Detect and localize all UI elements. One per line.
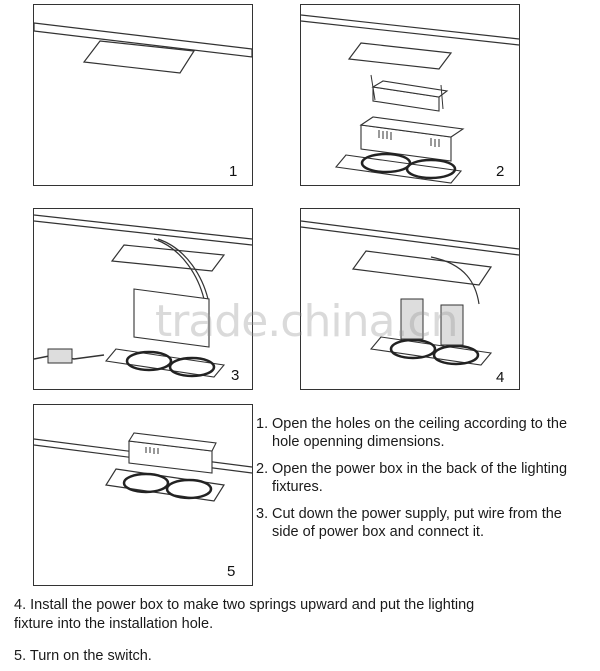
step-5: 5. Turn on the switch. <box>14 647 514 666</box>
step-number: 4. <box>14 597 27 613</box>
step-1: 1. Open the holes on the ceiling accordi… <box>256 416 576 451</box>
panel-number: 3 <box>231 367 240 384</box>
step-text: Open the holes on the ceiling according … <box>272 416 568 450</box>
diagram-panel-1: 1 <box>33 4 253 186</box>
diagram-panel-2: 2 <box>300 4 520 186</box>
step-number: 1. <box>256 416 269 432</box>
step-text: Open the power box in the back of the li… <box>272 461 568 495</box>
installation-steps: 1. Open the holes on the ceiling accordi… <box>256 416 576 551</box>
diagram-panel-4: 4 <box>300 208 520 390</box>
installed-fixture-illustration <box>34 432 253 502</box>
step-text: Turn on the switch. <box>29 648 152 664</box>
step-4: 4. Install the power box to make two spr… <box>14 596 514 634</box>
step-3: 3. Cut down the power supply, put wire f… <box>256 506 576 541</box>
power-box-illustration <box>301 14 520 184</box>
ceiling-hole-illustration <box>34 22 253 74</box>
step-text: Cut down the power supply, put wire from… <box>272 506 562 540</box>
step-number: 5. <box>14 648 27 664</box>
panel-number: 1 <box>229 163 238 180</box>
diagram-panel-5: 5 <box>33 404 253 586</box>
diagram-panel-3: 3 <box>33 208 253 390</box>
watermark: trade.china.cn <box>155 296 459 347</box>
step-2: 2. Open the power box in the back of the… <box>256 461 576 496</box>
step-number: 3. <box>256 506 269 522</box>
wiring-illustration <box>34 214 253 378</box>
panel-number: 4 <box>496 369 505 386</box>
install-fixture-illustration <box>301 220 520 366</box>
step-text: Install the power box to make two spring… <box>14 597 475 632</box>
step-number: 2. <box>256 461 269 477</box>
panel-number: 2 <box>496 163 505 180</box>
panel-number: 5 <box>227 563 236 580</box>
